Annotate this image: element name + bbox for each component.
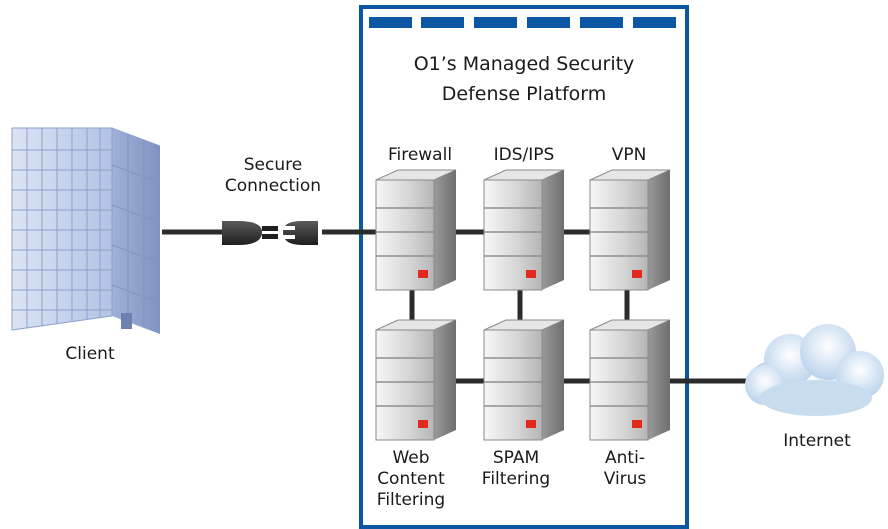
spam-filtering-line2: Filtering: [481, 469, 551, 489]
firewall-server-icon: [375, 169, 457, 291]
secure-connection-line1: Secure: [243, 155, 303, 175]
platform-title-line1: O1’s Managed Security: [413, 53, 635, 75]
client-label: Client: [65, 344, 115, 364]
platform-title: O1’s Managed Security Defense Platform: [368, 49, 680, 109]
web-content-filtering-line2: Content: [377, 469, 445, 489]
web-content-filtering-label: Web Content Filtering: [366, 448, 456, 511]
server-group: [375, 169, 671, 441]
firewall-label: Firewall: [387, 145, 453, 165]
spam-filtering-label: SPAM Filtering: [470, 448, 562, 490]
web-content-filtering-line3: Filtering: [376, 490, 446, 510]
ids-ips-label: IDS/IPS: [493, 145, 555, 165]
anti-virus-server-icon: [589, 319, 671, 441]
frame-dashes: [369, 17, 676, 28]
anti-virus-line1: Anti-: [605, 448, 645, 468]
secure-connection-line2: Connection: [224, 176, 322, 196]
status-led-icon: [526, 420, 536, 428]
anti-virus-label: Anti- Virus: [580, 448, 670, 490]
platform-title-line2: Defense Platform: [441, 83, 607, 105]
internet-cloud-icon: [745, 324, 884, 416]
spam-filtering-server-icon: [483, 319, 565, 441]
internet-label: Internet: [783, 431, 851, 451]
vpn-server-icon: [589, 169, 671, 291]
status-led-icon: [418, 270, 428, 278]
status-led-icon: [632, 270, 642, 278]
anti-virus-line2: Virus: [603, 469, 647, 489]
status-led-icon: [632, 420, 642, 428]
vpn-label: VPN: [611, 145, 647, 165]
spam-filtering-line1: SPAM: [492, 448, 540, 468]
client-building-icon: [11, 127, 161, 334]
status-led-icon: [526, 270, 536, 278]
web-content-filtering-server-icon: [375, 319, 457, 441]
ids-ips-server-icon: [483, 169, 565, 291]
secure-connection-label: Secure Connection: [218, 155, 328, 197]
plug-connector-icon: [222, 221, 318, 245]
status-led-icon: [418, 420, 428, 428]
web-content-filtering-line1: Web: [392, 448, 430, 468]
